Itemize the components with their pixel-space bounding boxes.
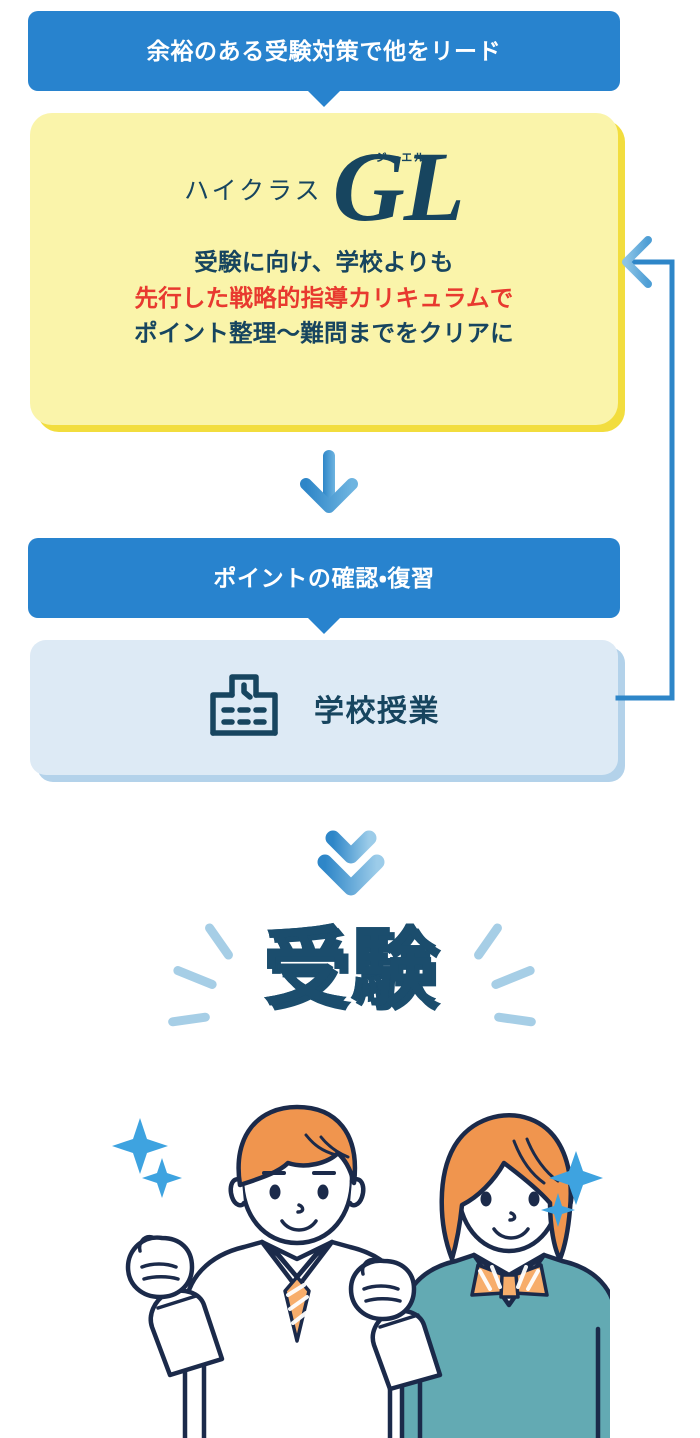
two-students-celebrating-illustration [92,1063,610,1438]
gl-logo-row: ハイクラス ジーエル GL [184,131,465,242]
double-chevron-down-icon [305,828,397,898]
school-lesson-label: 学校授業 [314,694,440,728]
gl-logo-mark: ジーエル GL [332,131,465,242]
gl-description-line-3: ポイント整理〜難問までをクリアに [134,320,514,347]
banner-lead-message-text: 余裕のある受験対策で他をリード [146,37,502,64]
school-lesson-card: 学校授業 [30,640,618,775]
banner-review-message: ポイントの確認・復習 [28,538,620,618]
gl-prefix-label: ハイクラス [184,177,323,205]
school-lesson-inner: 学校授業 [208,671,440,744]
exam-headline-text: 受験 [262,920,438,1016]
banner-lead-message: 余裕のある受験対策で他をリード [28,11,620,91]
gl-description: 受験に向け、学校よりも 先行した戦略的指導カリキュラムで ポイント整理〜難問まで… [134,245,514,352]
banner-review-message-text: ポイントの確認・復習 [213,564,435,591]
gl-ruby-label: ジーエル [375,152,427,164]
gl-course-card: ハイクラス ジーエル GL 受験に向け、学校よりも 先行した戦略的指導カリキュラ… [30,113,618,425]
gl-description-line-2: 先行した戦略的指導カリキュラムで [134,284,514,311]
arrow-down-icon [296,450,362,520]
gl-logo-text: GL [332,131,465,242]
exam-headline-outline: 受験 [256,914,443,1023]
school-building-icon [208,671,280,744]
exam-headline-group: 受験 受験 [0,914,700,1055]
gl-description-line-1: 受験に向け、学校よりも [194,249,454,275]
